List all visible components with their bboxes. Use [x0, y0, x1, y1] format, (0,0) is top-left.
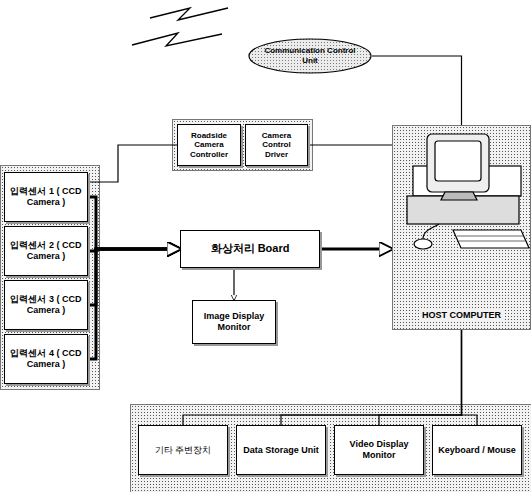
peripheral-box: 기타 주변장치: [138, 425, 228, 475]
peripheral-box: Data Storage Unit: [236, 425, 326, 475]
node-label: Keyboard / Mouse: [438, 445, 516, 456]
camera-box: 입력센서 4 ( CCD Camera ): [4, 334, 88, 384]
node-label: 기타 주변장치: [155, 445, 212, 456]
connector: [320, 248, 392, 251]
connector: [308, 144, 392, 145]
node-label: Data Storage Unit: [243, 445, 319, 456]
connector: [462, 330, 478, 425]
camera-box: 입력센서 1 ( CCD Camera ): [4, 172, 88, 222]
node-label: 입력센서 4 ( CCD Camera ): [10, 348, 82, 370]
connector: [88, 249, 180, 305]
process-box: 화상처리 Board: [180, 230, 320, 268]
node-label: 입력센서 2 ( CCD Camera ): [10, 240, 82, 262]
peripheral-box: Keyboard / Mouse: [432, 425, 522, 475]
camera-box: 입력센서 2 ( CCD Camera ): [4, 226, 88, 276]
node-label: Communication Control Unit: [264, 46, 356, 65]
camera-box: 입력센서 3 ( CCD Camera ): [4, 280, 88, 330]
connector: [88, 145, 177, 182]
computer-illustration: [393, 126, 531, 301]
peripheral-box: Video Display Monitor: [334, 425, 424, 475]
node-label: Image Display Monitor: [198, 311, 270, 333]
connector: [233, 268, 234, 300]
radio-signal: [150, 8, 228, 20]
node-label: Video Display Monitor: [340, 439, 418, 461]
process-box: Roadside Camera Controller: [177, 124, 241, 166]
node-label: Camera Control Driver: [251, 131, 302, 160]
connector: [88, 197, 180, 249]
process-box: Camera Control Driver: [245, 124, 308, 166]
control-ellipse: Communication Control Unit: [248, 38, 372, 74]
node-label: 입력센서 1 ( CCD Camera ): [10, 186, 82, 208]
connector: [281, 330, 462, 425]
process-box: Image Display Monitor: [192, 300, 276, 344]
node-label: HOST COMPUTER: [419, 310, 504, 321]
connector: [372, 56, 462, 125]
host-computer: HOST COMPUTER: [392, 125, 531, 330]
radio-signal: [132, 33, 222, 46]
node-label: 화상처리 Board: [211, 242, 290, 255]
node-label: 입력센서 3 ( CCD Camera ): [10, 294, 82, 316]
connector: [183, 330, 462, 425]
connector: [88, 249, 180, 359]
node-label: Roadside Camera Controller: [183, 131, 235, 160]
connector: [379, 330, 462, 425]
